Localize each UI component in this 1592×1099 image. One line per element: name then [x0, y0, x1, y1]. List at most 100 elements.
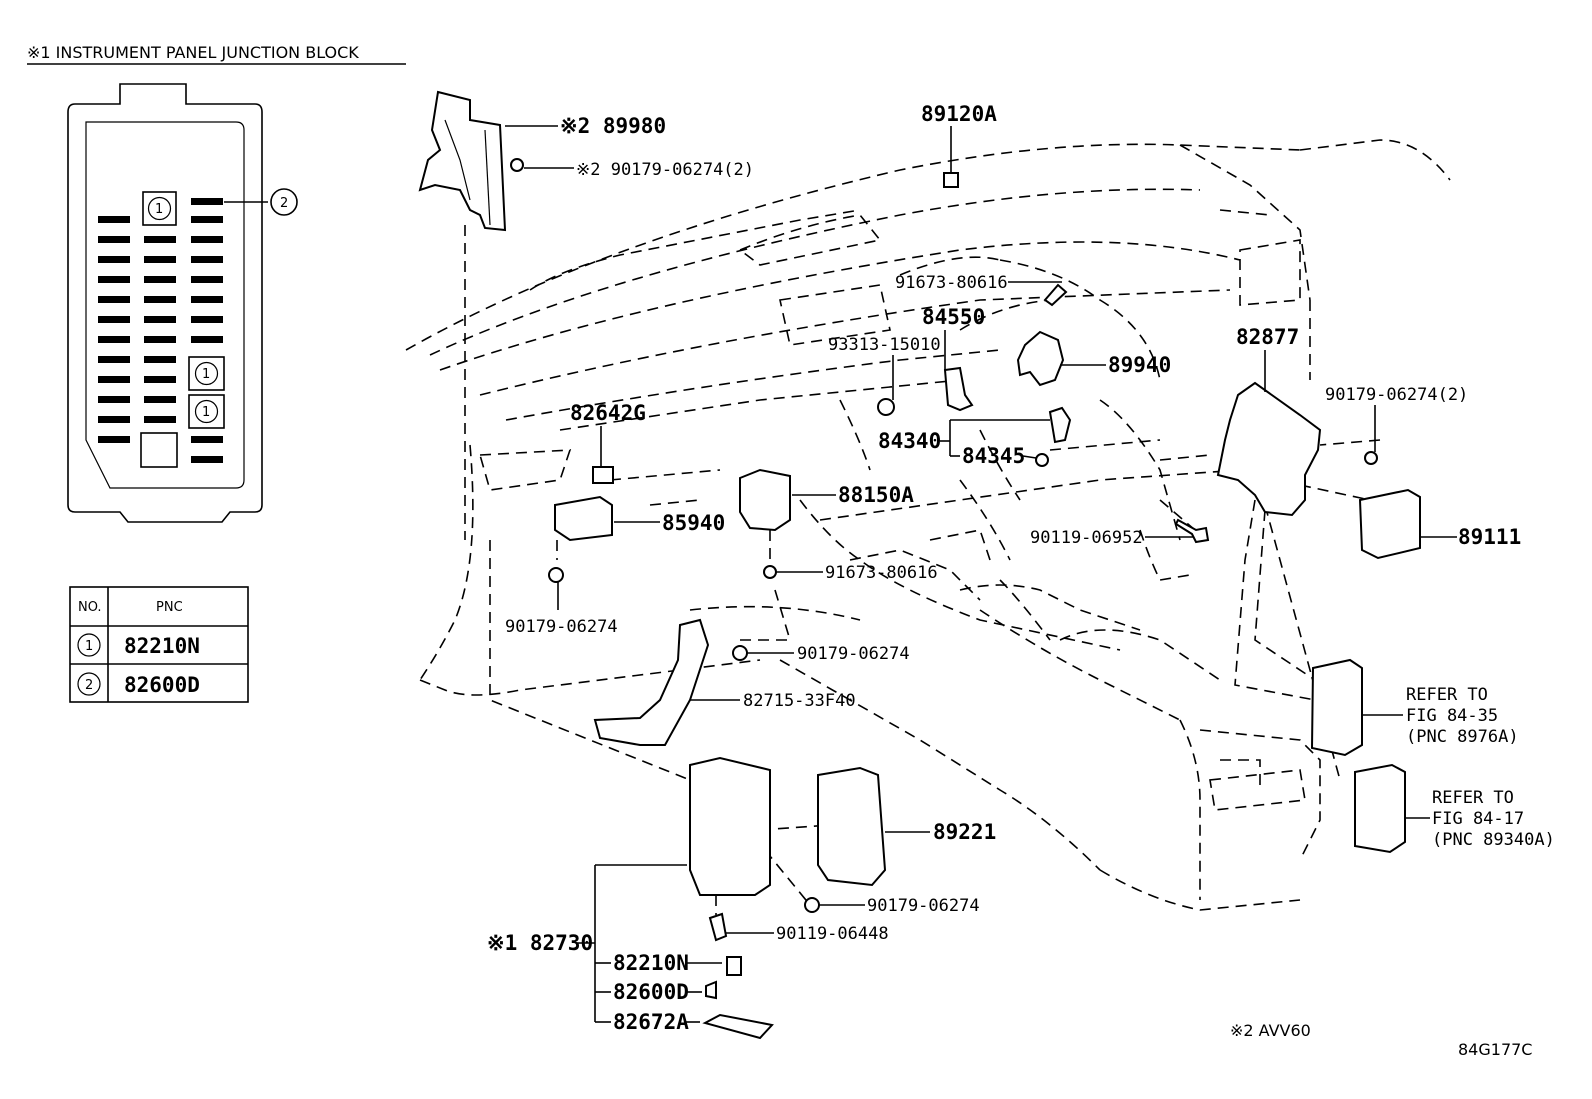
table-row-1-no: 1	[85, 639, 93, 654]
refer-2-line-c: (PNC 89340A)	[1432, 830, 1555, 850]
fuse-array	[98, 198, 223, 463]
part-82672a-cover	[702, 1013, 774, 1040]
label-82600d: 82600D	[613, 980, 689, 1004]
refer-1-line-c: (PNC 8976A)	[1406, 727, 1519, 747]
label-90119-06448: 90119-06448	[776, 924, 889, 944]
label-91673-80616-top: 91673-80616	[895, 273, 1008, 293]
fuse-slot-82210n-low	[188, 394, 225, 429]
part-84340-switch	[1048, 406, 1072, 444]
fuse-bar	[191, 316, 223, 323]
label-90179-06274-left: 90179-06274	[505, 617, 618, 637]
table-row-2-no: 2	[85, 678, 93, 693]
part-91673-mid-screw	[763, 565, 777, 579]
part-84345-cap	[1035, 453, 1049, 467]
label-82672a: 82672A	[613, 1010, 689, 1034]
fuse-bar	[144, 376, 176, 383]
fuse-bar	[98, 276, 130, 283]
fuse-bar	[98, 316, 130, 323]
footnote-avv60: ※2 AVV60	[1230, 1021, 1311, 1040]
fuse-bar	[144, 336, 176, 343]
fuse-bar	[144, 396, 176, 403]
fuse-bar	[98, 296, 130, 303]
dashboard-outline	[405, 139, 1451, 911]
part-85940-relay	[554, 495, 613, 542]
fuse-bar	[98, 256, 130, 263]
part-89221-ecu	[817, 766, 887, 887]
table-row-1-pnc: 82210N	[124, 634, 200, 658]
fuse-slot-82210n-mid	[188, 356, 225, 391]
label-88150a: 88150A	[838, 483, 914, 507]
part-88150a-module	[739, 468, 791, 532]
refer-1-line-a: REFER TO	[1406, 685, 1488, 705]
leader-lines	[505, 125, 1457, 1023]
fuse-bar	[191, 296, 223, 303]
table-row-2-pnc: 82600D	[124, 673, 200, 697]
fuse-bar	[98, 396, 130, 403]
part-82210n-fuse	[726, 956, 742, 976]
relay-slot	[140, 432, 178, 468]
pnc-table: NO. PNC 1 82210N 2 82600D	[69, 586, 249, 703]
callout-2: 2	[280, 196, 288, 211]
label-90119-06952: 90119-06952	[1030, 528, 1143, 548]
label-89221: 89221	[933, 820, 996, 844]
label-91673-80616-mid: 91673-80616	[825, 563, 938, 583]
part-90119-06448-bolt	[708, 912, 728, 942]
part-91673-top-screw	[1043, 283, 1068, 307]
label-89111: 89111	[1458, 525, 1521, 549]
fuse-bar	[144, 276, 176, 283]
part-93313-bolt	[877, 398, 895, 416]
fuse-bar	[191, 456, 223, 463]
label-82715-33f40: 82715-33F40	[743, 691, 856, 711]
refer-2-line-b: FIG 84-17	[1432, 809, 1524, 829]
fuse-bar	[144, 416, 176, 423]
label-85940: 85940	[662, 511, 725, 535]
label-84340: 84340	[878, 429, 941, 453]
fuse-bar	[98, 216, 130, 223]
label-89940: 89940	[1108, 353, 1171, 377]
label-82877: 82877	[1236, 325, 1299, 349]
fuse-bar	[144, 236, 176, 243]
part-82715-bracket	[593, 618, 710, 746]
refer-1-line-b: FIG 84-35	[1406, 706, 1498, 726]
part-82730-junction-block	[689, 756, 771, 896]
fuse-bar	[191, 236, 223, 243]
part-82877-bracket	[1216, 381, 1322, 517]
fuse-bar	[191, 276, 223, 283]
label-90179-06274-mid: 90179-06274	[797, 644, 910, 664]
junction-block-inset: 1 1 1 2	[67, 83, 298, 523]
part-84550-sensor	[943, 366, 974, 412]
figure-code: 84G177C	[1458, 1040, 1532, 1059]
callout-1-a: 1	[155, 202, 163, 217]
part-90119-06952-bolt	[1174, 518, 1210, 544]
label-82642g: 82642G	[570, 401, 646, 425]
part-90179-right-nut	[1364, 451, 1378, 465]
label-82210n: 82210N	[613, 951, 689, 975]
part-90179-low-nut	[804, 897, 820, 913]
table-header-no: NO.	[78, 600, 102, 615]
part-8976a-module	[1310, 658, 1363, 757]
fuse-bar	[191, 216, 223, 223]
label-90179-06274-top: ※2 90179-06274(2)	[576, 160, 754, 180]
fuse-bar	[144, 296, 176, 303]
label-89980: ※2 89980	[560, 114, 666, 138]
fuse-bar	[144, 256, 176, 263]
fuse-bar	[98, 436, 130, 443]
fuse-bar	[191, 198, 223, 205]
label-84345: 84345	[962, 444, 1025, 468]
fuse-bar	[98, 356, 130, 363]
part-90179-top-nut	[510, 158, 524, 172]
fuse-bar	[98, 336, 130, 343]
fuse-slot-82210n-top	[142, 191, 177, 226]
fuse-bar	[98, 416, 130, 423]
label-93313-15010: 93313-15010	[828, 335, 941, 355]
label-90179-06274-right: 90179-06274(2)	[1325, 385, 1468, 405]
fuse-bar	[191, 256, 223, 263]
part-90179-mid-nut	[732, 645, 748, 661]
callout-1-b: 1	[202, 367, 210, 382]
part-89111-receiver	[1358, 488, 1421, 560]
junction-block-note: ※1 INSTRUMENT PANEL JUNCTION BLOCK	[27, 43, 359, 62]
part-82642g-connector	[592, 466, 614, 484]
part-90179-left-nut	[548, 567, 564, 583]
fuse-bar	[144, 316, 176, 323]
fuse-bar	[98, 376, 130, 383]
